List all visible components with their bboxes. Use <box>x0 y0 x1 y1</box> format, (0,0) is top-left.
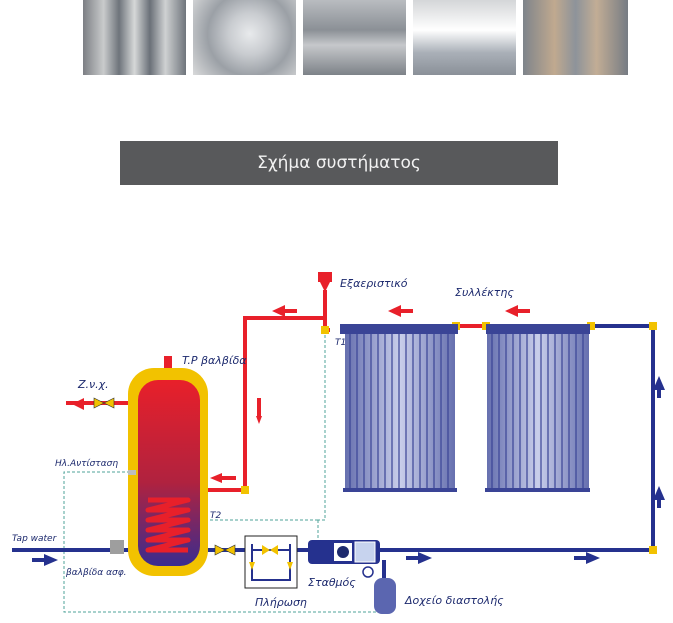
fill-label: Πλήρωση <box>255 596 307 609</box>
t1-label: T1 <box>335 338 346 348</box>
photo-hand-tube <box>193 0 296 75</box>
section-banner: Σχήμα συστήματος <box>120 141 558 185</box>
valves <box>93 397 236 556</box>
safety-valve-label: βαλβίδα ασφ. <box>65 568 127 578</box>
collector-left <box>340 324 458 492</box>
photo-controller <box>413 0 516 75</box>
collector-label: Συλλέκτης <box>455 286 514 299</box>
tap-water-label: Tap water <box>12 534 58 544</box>
tp-valve-label: T.P βαλβίδα <box>182 354 247 367</box>
photo-install <box>523 0 628 75</box>
photo-strip <box>83 0 628 75</box>
expansion-tank <box>362 566 396 614</box>
photo-tubes <box>83 0 186 75</box>
t2-label: T2 <box>210 511 221 521</box>
flow-arrows <box>32 305 665 566</box>
vent-label: Εξαεριστικό <box>340 277 408 290</box>
storage-tank <box>110 356 208 576</box>
station-label: Σταθμός <box>308 576 356 589</box>
vent-icon <box>318 272 332 292</box>
photo-manifold <box>303 0 406 75</box>
pump-station <box>308 540 380 564</box>
fill-unit <box>244 535 298 589</box>
hot-water-label: Z.ν.χ. <box>77 378 109 391</box>
banner-title: Σχήμα συστήματος <box>257 153 421 173</box>
collector-right <box>485 324 590 492</box>
expansion-tank-label: Δοχείο διαστολής <box>404 594 504 607</box>
heater-label: Ηλ.Αντίσταση <box>55 459 118 469</box>
